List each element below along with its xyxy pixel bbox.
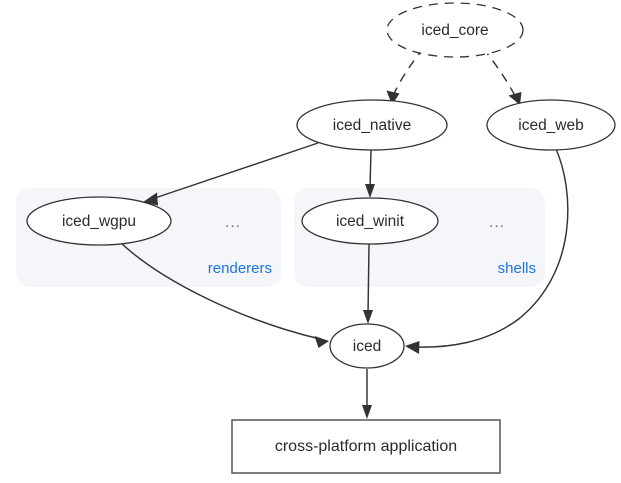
node-iced-winit[interactable]: iced_winit: [301, 197, 439, 245]
node-iced-shape[interactable]: [329, 323, 405, 369]
node-application-label: cross-platform application: [275, 438, 457, 455]
arrowhead-core-web: [508, 92, 522, 105]
arrowhead-native-winit: [365, 184, 375, 198]
edge-path-core-native: [392, 47, 425, 97]
node-iced-core-label: iced_core: [421, 22, 488, 39]
nodes-layer: iced_core iced_native iced_web iced_wgpu…: [26, 2, 616, 474]
renderers-ellipsis-marker: ...: [225, 214, 241, 231]
node-cross-platform-application[interactable]: cross-platform application: [231, 419, 501, 474]
renderers-group-label: renderers: [208, 260, 272, 277]
node-iced-label: iced: [353, 338, 381, 355]
arrowhead-native-wgpu: [143, 192, 158, 206]
edge-path-native-wgpu: [151, 142, 319, 200]
edge-iced-core-to-iced-web: [482, 47, 522, 105]
edge-iced-core-to-iced-native: [386, 47, 425, 105]
edge-path-core-web: [482, 47, 516, 97]
node-iced-wgpu[interactable]: iced_wgpu: [26, 196, 172, 246]
node-iced-native-label: iced_native: [333, 117, 411, 134]
edge-iced-native-to-iced-wgpu: [143, 142, 319, 206]
arrowhead-wgpu-iced: [314, 336, 329, 348]
shells-group-label: shells: [498, 260, 536, 277]
node-iced-native[interactable]: iced_native: [296, 99, 448, 151]
node-iced-wgpu-label: iced_wgpu: [62, 213, 136, 230]
edge-path-native-winit: [369, 149, 372, 190]
edge-iced-web-to-iced: [405, 148, 569, 354]
node-iced-core[interactable]: iced_core: [386, 2, 524, 58]
edges-layer: [119, 47, 569, 419]
edge-iced-native-to-iced-winit: [365, 149, 375, 198]
edge-iced-winit-to-iced: [363, 243, 373, 324]
edge-path-wgpu-iced: [119, 241, 321, 340]
node-iced-web-shape[interactable]: [486, 99, 616, 151]
arrowhead-iced-application: [362, 405, 372, 419]
node-iced-winit-shape[interactable]: [301, 197, 439, 245]
node-iced-native-shape[interactable]: [296, 99, 448, 151]
node-iced-web[interactable]: iced_web: [486, 99, 616, 151]
edge-path-winit-iced: [367, 243, 370, 316]
node-iced-winit-label: iced_winit: [336, 213, 405, 230]
node-iced[interactable]: iced: [329, 323, 405, 369]
arrowhead-core-native: [386, 90, 400, 105]
arrowhead-winit-iced: [363, 310, 373, 324]
node-iced-web-label: iced_web: [518, 117, 584, 134]
edge-iced-to-application: [362, 369, 372, 419]
node-iced-wgpu-shape[interactable]: [26, 196, 172, 246]
edge-path-web-iced: [413, 148, 569, 348]
arrowhead-web-iced: [405, 341, 420, 354]
edge-iced-wgpu-to-iced: [119, 241, 329, 348]
shells-ellipsis-marker: ...: [489, 214, 505, 231]
node-iced-core-shape[interactable]: [386, 2, 524, 58]
node-application-shape[interactable]: [231, 419, 501, 474]
